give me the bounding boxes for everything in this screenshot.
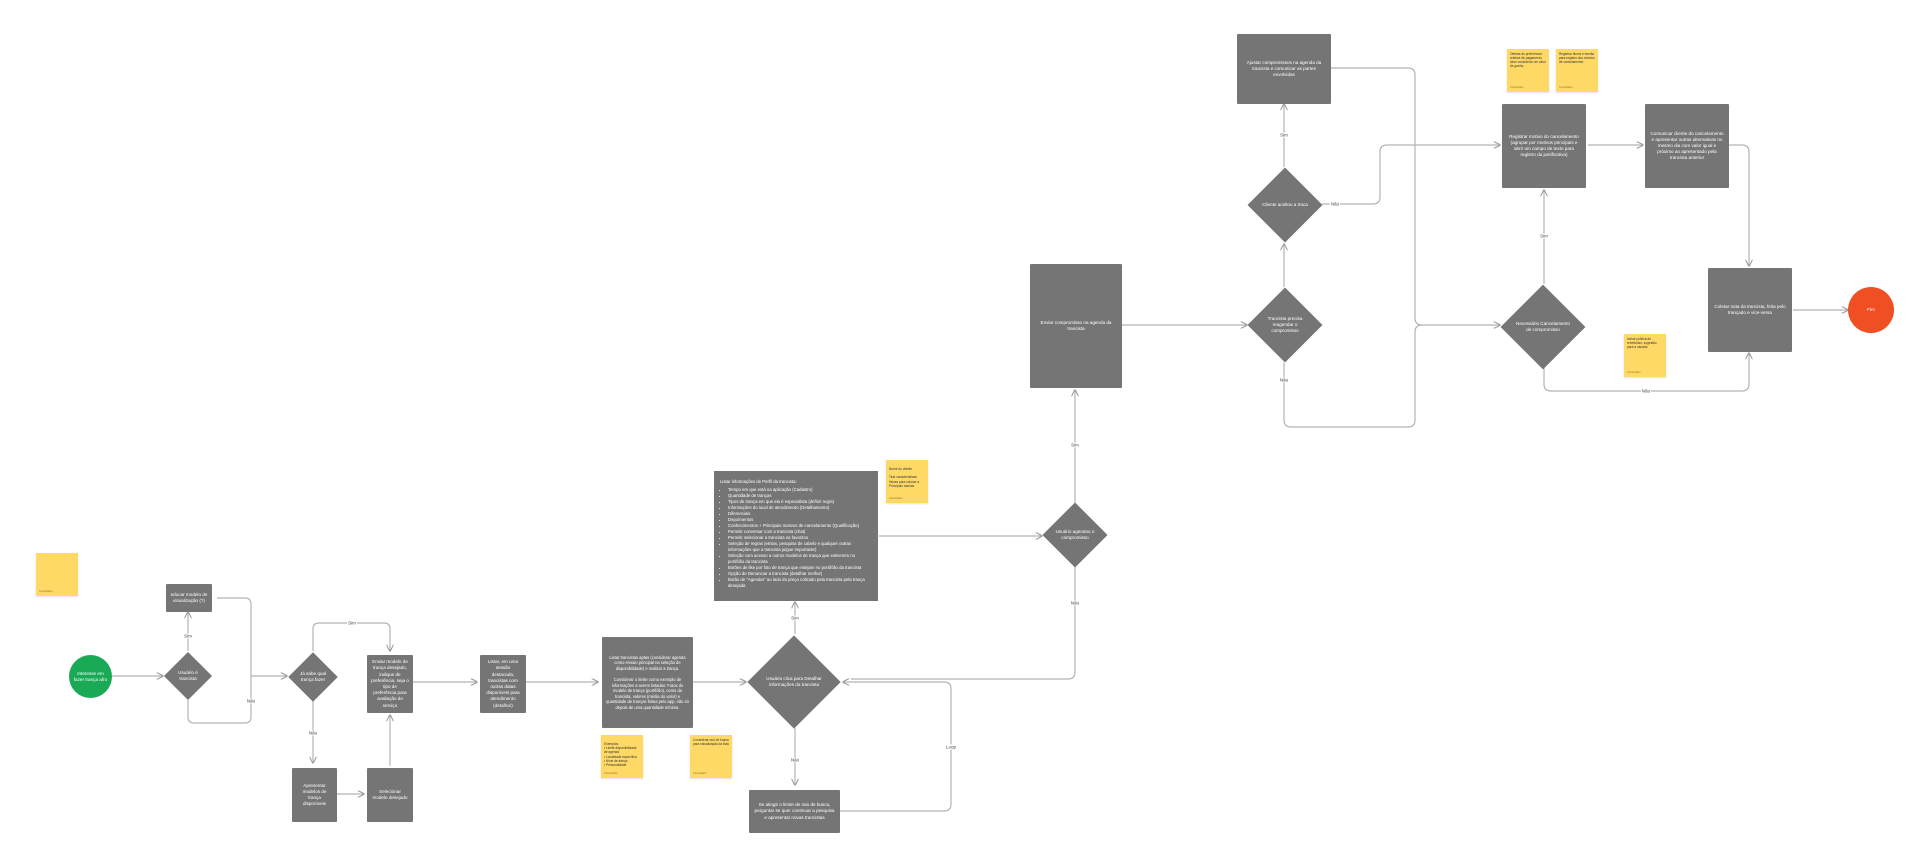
- process-show-models[interactable]: Apresentar modelos de trança disponíveis: [292, 768, 337, 822]
- process-register-reason[interactable]: Registrar motivo do cancelamento (agrupa…: [1502, 104, 1586, 188]
- sticky-note-cancel-reasons[interactable]: Registrar fluxos e tensão para registro …: [1556, 49, 1598, 92]
- edge-label-nao: Não: [1640, 388, 1652, 394]
- sticky-text: Ofertas de preferência relativa de pagam…: [1510, 52, 1546, 69]
- profile-box-title: Listar informações de Perfil da trancist…: [720, 479, 797, 484]
- process-adjust[interactable]: Ajustar compromissos na agenda da tranci…: [1237, 34, 1331, 104]
- edge-trancista-cancel: [1283, 325, 1500, 428]
- process-visual[interactable]: educar modelo de visualização (?): [166, 584, 212, 612]
- edge-label-loop: Loop: [944, 744, 958, 750]
- profile-list-item: Quantidade de tranças: [728, 493, 872, 499]
- edge-label-sim: Sim: [347, 620, 357, 626]
- profile-list-item: Conhecimentos + Principais motivos de ca…: [728, 523, 872, 529]
- edge-label-sim: Sim: [790, 615, 800, 621]
- edge-decision1-no: [187, 676, 252, 724]
- edge-agenda-no: [851, 560, 1076, 680]
- edge-label-nao: Não: [1329, 201, 1341, 207]
- profile-box-list: Tempo em que está na aplicação (Cadastro…: [720, 487, 872, 589]
- sticky-author: Comentário: [39, 589, 53, 593]
- process-list-region[interactable]: Listar, em uma sessão destacada, trancis…: [480, 655, 526, 713]
- profile-list-item: Depoimentos: [728, 517, 872, 523]
- profile-list-item: Diferenciais: [728, 511, 872, 517]
- sticky-text: Incluir política de reembolso, sugestão …: [1627, 337, 1657, 350]
- edge-visual-decision2: [217, 597, 287, 676]
- edge-label-nao: Não: [1069, 600, 1081, 606]
- sticky-note-payment[interactable]: Ofertas de preferência relativa de pagam…: [1507, 49, 1549, 92]
- edge-label-nao: Não: [307, 730, 319, 736]
- edge-label-sim: Sim: [1070, 442, 1080, 448]
- process-search-limit[interactable]: Se atingir o limite de raio de busca, pe…: [749, 790, 840, 833]
- decision-cancel[interactable]: Necessário Cancelamento de compromisso: [1500, 284, 1586, 370]
- decision-label: Já sabe qual trança fazer: [299, 670, 327, 682]
- decision-is-trancista[interactable]: Usuário é trancista: [163, 651, 213, 701]
- edge-label-nao: Não: [1278, 377, 1290, 383]
- profile-list-item: Permitir selecionar a trancista na favor…: [728, 535, 872, 541]
- decision-label: Usuário clica para Detalhar informações …: [766, 675, 822, 687]
- sticky-note-left[interactable]: Comentário: [36, 553, 78, 596]
- sticky-note-profile[interactable]: Nome do cliente Tirar características fí…: [886, 460, 928, 503]
- edge-decision2-send: [312, 622, 390, 651]
- sticky-author: Comentário: [604, 771, 618, 775]
- profile-list-item: Seleção com acesso a outros modelos de t…: [728, 553, 872, 565]
- profile-list-item: Tempo em que está na aplicação (Cadastro…: [728, 487, 872, 493]
- edge-label-sim: Sim: [1279, 132, 1289, 138]
- sticky-note-refund[interactable]: Incluir política de reembolso, sugestão …: [1624, 334, 1666, 377]
- sticky-text: Nome do cliente Tirar características fí…: [889, 467, 920, 488]
- sticky-author: Comentário: [1627, 370, 1641, 374]
- process-comunicate-client[interactable]: Comunicar cliente do cancelamento e apre…: [1645, 104, 1729, 188]
- profile-list-item: Opção de Denunciar a trancista (detalhar…: [728, 571, 872, 577]
- decision-knows-braid[interactable]: Já sabe qual trança fazer: [287, 651, 339, 703]
- profile-list-item: Seleção de regras (etnias, pesquisa de c…: [728, 541, 872, 553]
- sticky-author: Comentário: [889, 496, 903, 500]
- edge-label-sim: Sim: [1539, 233, 1549, 239]
- sticky-author: Comentário: [1559, 85, 1573, 89]
- profile-info-box[interactable]: Listar informações de Perfil da trancist…: [714, 471, 878, 601]
- sticky-text: Considerar raio de busca para visualizaç…: [693, 738, 729, 747]
- process-send-agenda[interactable]: Enviar compromisso na agenda da trancist…: [1030, 264, 1122, 388]
- edge-label-nao: Não: [789, 757, 801, 763]
- edge-client-register: [1322, 145, 1500, 205]
- edge-comunicate-rate: [1728, 144, 1749, 266]
- sticky-note-radius[interactable]: Considerar raio de busca para visualizaç…: [690, 735, 732, 778]
- sticky-note-examples[interactable]: Exemplos: • Limite disponibilidade de ag…: [601, 735, 643, 778]
- decision-label: Usuário é trancista: [178, 669, 198, 681]
- decision-label: Trancista precisa reagendar o compromiss…: [1267, 315, 1303, 334]
- process-list-trancistas[interactable]: Listar trancistas aptas (considerar agen…: [602, 637, 693, 728]
- sticky-author: Comentário: [693, 771, 707, 775]
- decision-details[interactable]: Usuário clica para Detalhar informações …: [746, 634, 842, 730]
- decision-agenda[interactable]: Usuário agendou o compromisso: [1042, 502, 1108, 568]
- profile-list-item: Permitir conversar com a trancista (chat…: [728, 529, 872, 535]
- start-node[interactable]: Interesse em fazer trança afro: [69, 655, 112, 698]
- edge-label-sim: Sim: [183, 633, 193, 639]
- sticky-text: Registrar fluxos e tensão para registro …: [1559, 52, 1595, 65]
- decision-client-accepted[interactable]: Cliente aceitou a troca: [1247, 167, 1323, 243]
- edge-adjust-cancel: [1331, 67, 1423, 326]
- edge-search-loop: [839, 682, 952, 812]
- end-node[interactable]: Fim: [1848, 287, 1894, 333]
- decision-label: Necessário Cancelamento de compromisso: [1516, 320, 1570, 332]
- profile-list-item: Botões de like por foto de trança que es…: [728, 565, 872, 571]
- profile-list-item: Botão de "Agendar" ao lado do preço cobr…: [728, 577, 872, 589]
- process-send-model[interactable]: Enviar modelo de trança desejado, indiqu…: [367, 655, 413, 713]
- process-rate[interactable]: Coletar nota da trancista, feita pelo tr…: [1708, 268, 1792, 352]
- edge-label-nao: Não: [245, 698, 257, 704]
- sticky-author: Comentário: [1510, 85, 1524, 89]
- process-select-model[interactable]: Selecionar modelo desejado: [367, 768, 413, 822]
- sticky-text: Exemplos: • Limite disponibilidade de ag…: [604, 742, 637, 767]
- profile-list-item: Tipos de trança em que ela é especialist…: [728, 499, 872, 505]
- decision-label: Cliente aceitou a troca: [1262, 201, 1308, 207]
- profile-list-item: Informações do local de atendimento (Det…: [728, 505, 872, 511]
- decision-trancista-reschedule[interactable]: Trancista precisa reagendar o compromiss…: [1247, 287, 1323, 363]
- decision-label: Usuário agendou o compromisso: [1055, 528, 1095, 540]
